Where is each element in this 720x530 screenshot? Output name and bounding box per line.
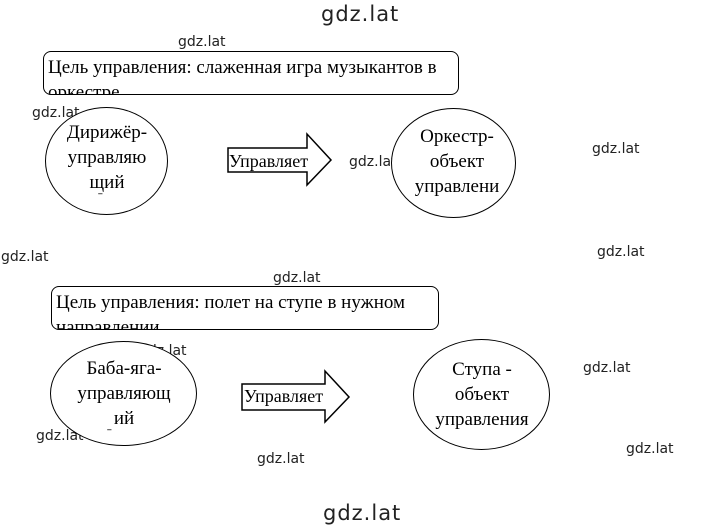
watermark: gdz.lat — [32, 105, 80, 121]
subject-label-baba-yaga: Баба-яга- управляющ ий — [77, 358, 171, 429]
watermark: gdz.lat — [626, 441, 674, 457]
stray-mark: ˉ — [98, 191, 103, 206]
arrow-label-manages: Управляет — [229, 151, 309, 171]
arrow-right-icon — [227, 132, 333, 187]
watermark: gdz.lat — [178, 34, 226, 50]
watermark-top: gdz.lat — [321, 2, 400, 26]
stray-mark: ˉ — [107, 427, 112, 442]
subject-label-conductor: Дирижёр- управляю щий — [66, 122, 148, 193]
watermark: gdz.lat — [592, 141, 640, 157]
watermark: gdz.lat — [257, 451, 305, 467]
goal-box-orchestra: Цель управления: слаженная игра музыкант… — [43, 51, 459, 95]
watermark: gdz.lat — [1, 249, 49, 265]
watermark: gdz.lat — [583, 360, 631, 376]
watermark: gdz.lat — [349, 154, 397, 170]
subject-oval-baba-yaga — [50, 341, 197, 446]
arrow-label-manages: Управляет — [244, 386, 324, 406]
goal-text-orchestra: Цель управления: слаженная игра музыкант… — [48, 57, 437, 95]
watermark: gdz.lat — [597, 244, 645, 260]
object-label-stupa: Ступа - объект управления — [435, 359, 529, 430]
object-label-orchestra: Оркестр- объект управлени — [414, 126, 500, 197]
goal-box-stupa: Цель управления: полет на ступе в нужном… — [51, 286, 439, 330]
watermark: gdz.lat — [36, 428, 84, 444]
subject-oval-conductor — [45, 107, 168, 215]
watermark-bottom: gdz.lat — [323, 501, 402, 525]
object-oval-orchestra — [391, 108, 516, 218]
goal-text-stupa: Цель управления: полет на ступе в нужном… — [56, 292, 406, 330]
object-oval-stupa — [413, 339, 550, 450]
arrow-right-icon — [241, 369, 351, 424]
watermark: gdz.lat — [273, 270, 321, 286]
